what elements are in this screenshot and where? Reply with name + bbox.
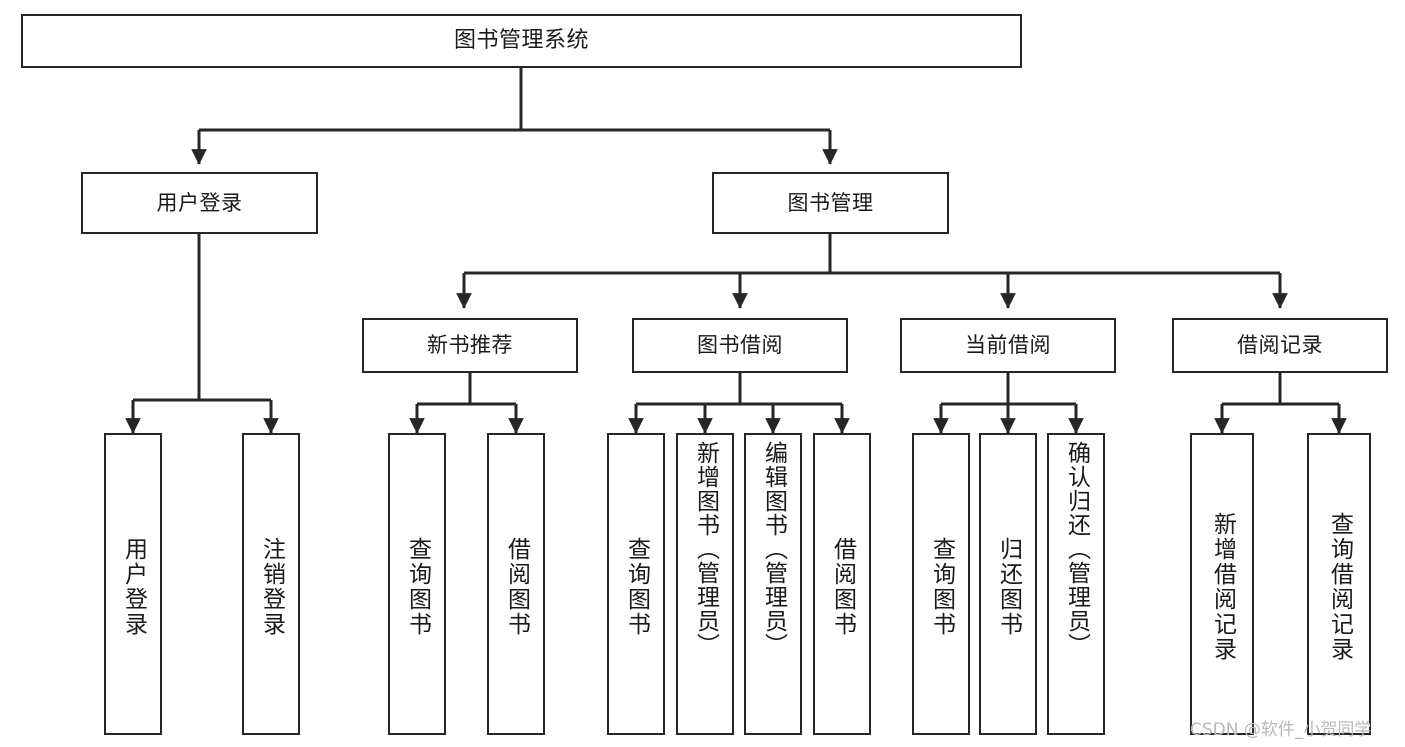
- node-label: 图书管理: [787, 190, 874, 215]
- node-current-borrow[interactable]: 当前借阅: [900, 318, 1116, 373]
- leaf-borrow-book[interactable]: 借阅图书: [813, 433, 871, 735]
- node-label: 编辑图书（管理员）: [760, 441, 787, 657]
- leaf-query-book-borrow[interactable]: 查询图书: [607, 433, 665, 735]
- leaf-add-borrow-record[interactable]: 新增借阅记录: [1190, 433, 1254, 735]
- node-label: 新书推荐: [427, 333, 513, 358]
- node-label: 借阅图书: [829, 537, 856, 637]
- node-label: 注销登录: [258, 537, 285, 637]
- node-root-system[interactable]: 图书管理系统: [21, 14, 1022, 68]
- node-label: 借阅记录: [1237, 333, 1323, 358]
- node-label: 用户登录: [120, 537, 147, 637]
- node-label: 当前借阅: [965, 333, 1051, 358]
- node-label: 新增借阅记录: [1209, 512, 1236, 662]
- node-label: 查询图书: [928, 537, 955, 637]
- leaf-query-borrow-record[interactable]: 查询借阅记录: [1307, 433, 1371, 735]
- leaf-query-book-current[interactable]: 查询图书: [912, 433, 970, 735]
- node-book-borrow[interactable]: 图书借阅: [632, 318, 848, 373]
- watermark-text: CSDN @软件_小贺同学: [1190, 720, 1372, 740]
- node-label: 借阅图书: [503, 537, 530, 637]
- node-label: 新增图书（管理员）: [692, 441, 719, 657]
- leaf-user-login[interactable]: 用户登录: [104, 433, 162, 735]
- node-label: 查询图书: [404, 537, 431, 637]
- node-label: 查询图书: [623, 537, 650, 637]
- node-book-management[interactable]: 图书管理: [712, 172, 949, 234]
- leaf-return-book[interactable]: 归还图书: [979, 433, 1037, 735]
- leaf-add-book-admin[interactable]: 新增图书（管理员）: [676, 433, 734, 735]
- leaf-borrow-book-recommend[interactable]: 借阅图书: [487, 433, 545, 735]
- node-label: 用户登录: [156, 190, 243, 215]
- leaf-confirm-return-admin[interactable]: 确认归还（管理员）: [1047, 433, 1105, 735]
- node-label: 查询借阅记录: [1326, 512, 1353, 662]
- leaf-logout-login[interactable]: 注销登录: [242, 433, 300, 735]
- node-label: 确认归还（管理员）: [1063, 441, 1090, 657]
- node-borrow-record[interactable]: 借阅记录: [1172, 318, 1388, 373]
- leaf-edit-book-admin[interactable]: 编辑图书（管理员）: [744, 433, 802, 735]
- node-label: 图书借阅: [697, 333, 783, 358]
- node-user-login[interactable]: 用户登录: [81, 172, 318, 234]
- node-label: 图书管理系统: [453, 28, 589, 54]
- leaf-query-book-recommend[interactable]: 查询图书: [388, 433, 446, 735]
- node-label: 归还图书: [995, 537, 1022, 637]
- node-new-book-recommend[interactable]: 新书推荐: [362, 318, 578, 373]
